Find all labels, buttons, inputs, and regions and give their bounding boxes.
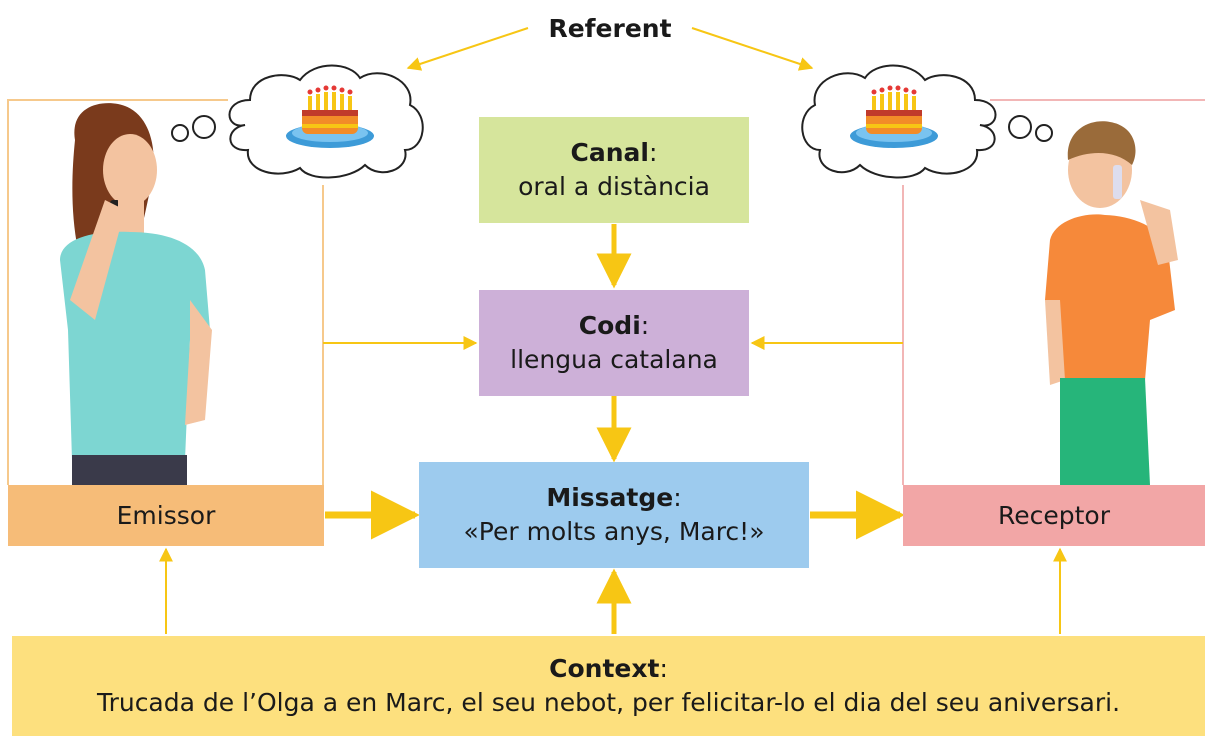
missatge-box: Missatge: «Per molts anys, Marc!» (419, 462, 809, 568)
receptor-label: Receptor (903, 485, 1205, 546)
woman-on-phone-image (60, 103, 212, 485)
context-colon: : (659, 654, 668, 684)
emissor-frame (7, 99, 324, 485)
thought-cloud-right (801, 64, 1053, 179)
canal-text: oral a distància (518, 172, 710, 201)
canal-title: Canal (570, 138, 650, 168)
codi-colon: : (640, 311, 650, 341)
emissor-label: Emissor (8, 485, 324, 546)
missatge-text: «Per molts anys, Marc!» (463, 517, 765, 546)
cake-left-icon (286, 85, 374, 148)
context-text: Trucada de l’Olga a en Marc, el seu nebo… (96, 688, 1121, 717)
cake-right-icon (850, 85, 938, 148)
missatge-title: Missatge (546, 483, 674, 513)
referent-arrow-left (406, 27, 529, 71)
receptor-text: Receptor (998, 501, 1110, 530)
emissor-text: Emissor (116, 501, 216, 530)
missatge-colon: : (673, 483, 682, 513)
context-box: Context: Trucada de l’Olga a en Marc, el… (12, 636, 1205, 736)
canal-colon: : (649, 138, 658, 168)
receptor-frame (902, 99, 1205, 485)
context-title: Context (549, 654, 660, 684)
codi-box: Codi: llengua catalana (479, 290, 749, 396)
boy-on-phone-image (1045, 121, 1178, 485)
referent-label: Referent (530, 8, 690, 48)
canal-box: Canal: oral a distància (479, 117, 749, 223)
referent-arrow-right (691, 27, 814, 71)
codi-text: llengua catalana (510, 345, 718, 374)
thought-cloud-left (171, 64, 424, 179)
codi-title: Codi (578, 311, 641, 341)
